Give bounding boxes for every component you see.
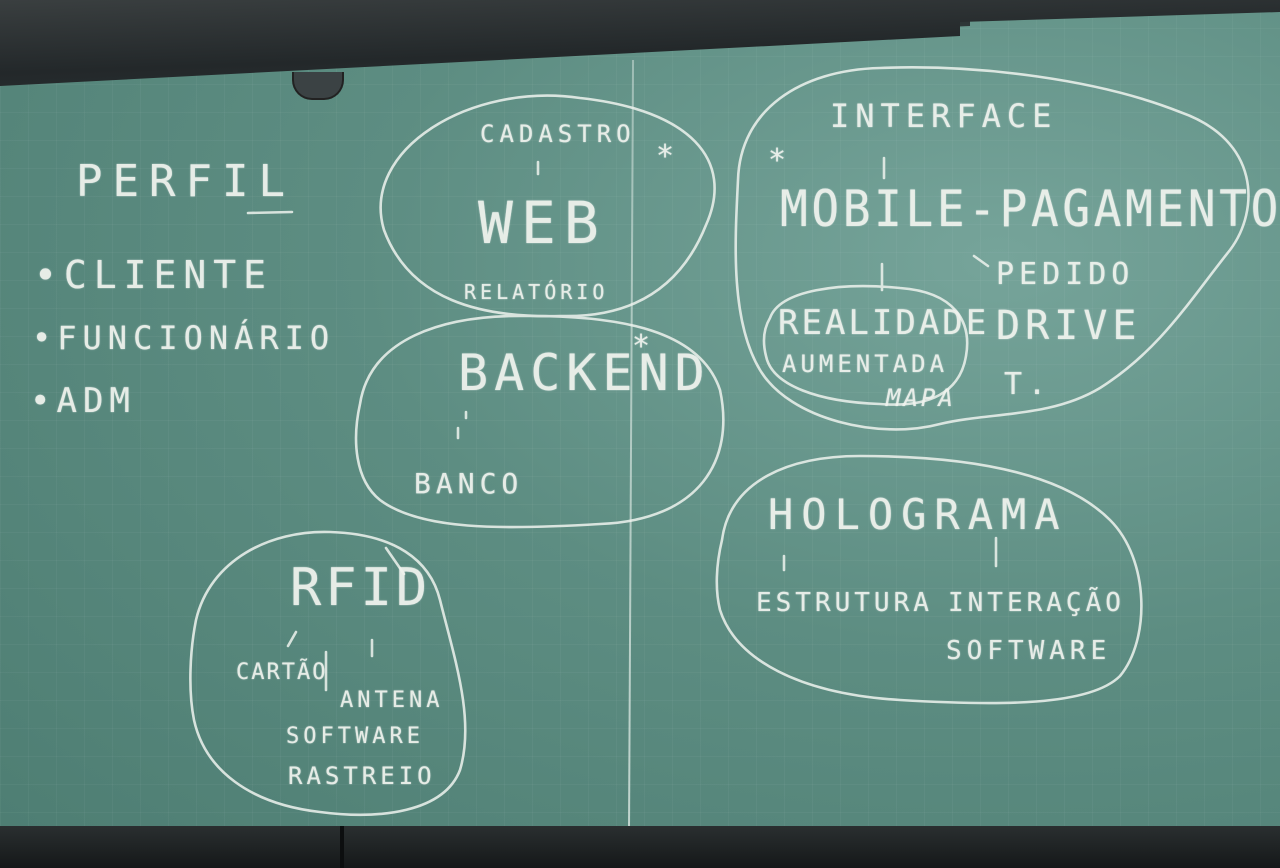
holograma-title: HOLOGRAMA — [768, 490, 1068, 539]
rfid-tick-left — [286, 630, 298, 648]
perfil-item-cliente: •CLIENTE — [34, 253, 274, 297]
perfil-underline — [246, 210, 294, 215]
mobile-interface-label: INTERFACE — [830, 97, 1058, 135]
perfil-item-adm: •ADM — [30, 381, 136, 421]
web-star: * — [656, 139, 681, 174]
perfil-title: PERFIL — [76, 156, 295, 207]
rfid-title: RFID — [290, 558, 432, 618]
aumentada-label: AUMENTADA — [782, 350, 949, 378]
backend-star: * — [632, 329, 657, 364]
realidade-label: REALIDADE — [778, 303, 990, 343]
rfid-cloud-outline — [189, 530, 467, 817]
holograma-estrutura-label: ESTRUTURA — [756, 588, 933, 618]
backend-title: BACKEND — [458, 344, 711, 402]
mobile-drive-t-label: T. — [1004, 367, 1053, 402]
backend-banco-label: BANCO — [414, 467, 524, 500]
board-bottom-joint — [340, 826, 344, 868]
web-cadastro-label: CADASTRO — [480, 120, 636, 148]
mobile-star: * — [768, 143, 793, 178]
holograma-cloud-outline — [715, 454, 1143, 705]
mobile-pedido-label: PEDIDO — [996, 257, 1135, 292]
web-title: WEB — [478, 189, 607, 257]
board-clip — [292, 72, 344, 100]
mobile-drive-label: DRIVE — [996, 303, 1142, 349]
mapa-label: MAPA — [886, 384, 956, 412]
holograma-interacao-label: INTERAÇÃO — [948, 588, 1125, 618]
perfil-item-funcionario: •FUNCIONÁRIO — [32, 319, 336, 357]
rfid-software-label: SOFTWARE — [286, 724, 424, 749]
holograma-software-label: SOFTWARE — [946, 636, 1112, 666]
rfid-hook — [384, 546, 406, 576]
realidade-aumentada-outline — [762, 284, 969, 406]
mobile-title: MOBILE-PAGAMENTO — [780, 180, 1280, 238]
mobile-cloud-outline — [734, 66, 1250, 431]
board-bottom-frame — [0, 826, 1280, 868]
rfid-cartao-label: CARTÃO — [236, 660, 328, 685]
web-cloud-outline — [379, 94, 716, 318]
rfid-antena-label: ANTENA — [340, 688, 444, 713]
rfid-rastreio-label: RASTREIO — [288, 762, 436, 790]
backend-cloud-outline — [354, 314, 725, 529]
pedido-tick — [972, 254, 990, 268]
web-relatorio-label: RELATÓRIO — [464, 280, 609, 304]
